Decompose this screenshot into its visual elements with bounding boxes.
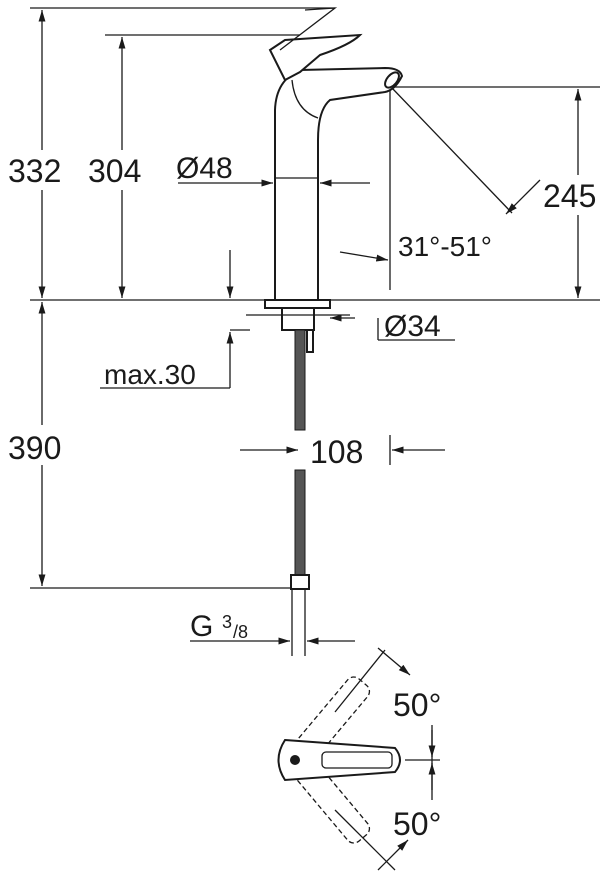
mounting-assembly xyxy=(230,299,350,353)
dimension-max30: max.30 xyxy=(100,250,234,390)
hose xyxy=(290,329,310,656)
label-d34: Ø34 xyxy=(384,310,441,343)
dimension-angle: 31°-51° xyxy=(339,87,541,290)
label-d48: Ø48 xyxy=(176,152,233,185)
faucet-side-view xyxy=(268,7,404,301)
dimension-390: 390 xyxy=(5,302,75,586)
label-angle: 31°-51° xyxy=(398,231,492,262)
dimension-connection: G 3 /8 xyxy=(190,610,355,645)
dimension-332: 332 xyxy=(5,10,75,298)
dimension-d34: Ø34 xyxy=(330,310,455,343)
label-50-top: 50° xyxy=(393,687,441,723)
label-245: 245 xyxy=(543,178,596,214)
dimension-108: 108 xyxy=(240,434,445,470)
label-50-bottom: 50° xyxy=(393,806,441,842)
label-den: /8 xyxy=(233,622,248,642)
label-108: 108 xyxy=(310,434,363,470)
label-g: G xyxy=(190,610,213,643)
label-304: 304 xyxy=(88,153,141,189)
dimension-245: 245 xyxy=(540,89,610,298)
label-max30: max.30 xyxy=(104,359,196,390)
label-332: 332 xyxy=(8,153,61,189)
label-num: 3 xyxy=(222,612,232,632)
label-390: 390 xyxy=(8,430,61,466)
faucet-top-view: 50° 50° xyxy=(277,647,441,871)
dimension-d48: Ø48 xyxy=(176,152,370,187)
dimension-304: 304 xyxy=(85,37,155,298)
